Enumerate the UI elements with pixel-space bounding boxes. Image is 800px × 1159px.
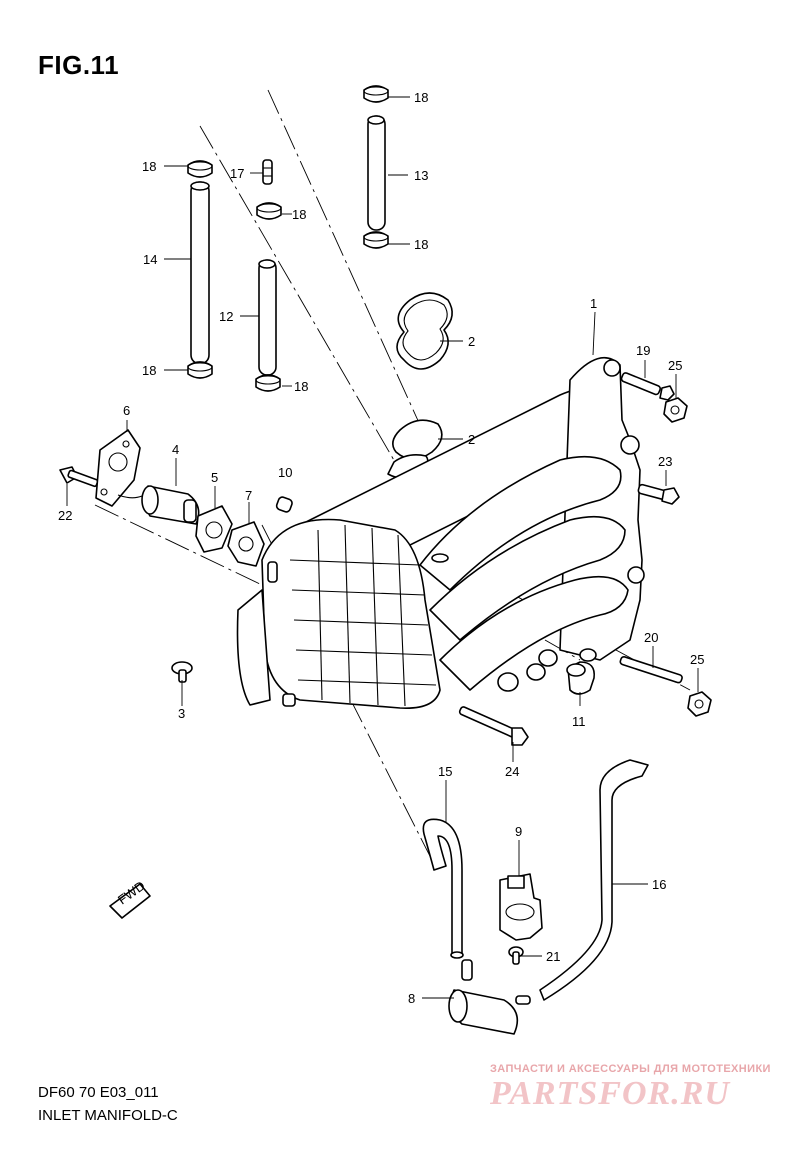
callout-11: 11 <box>572 714 586 729</box>
callout-2-upper: 2 <box>468 334 475 349</box>
bolt-19 <box>620 372 675 401</box>
callout-24: 24 <box>505 764 519 779</box>
hose-clamp-top-left <box>187 160 213 178</box>
figure-title: FIG.11 <box>38 50 120 80</box>
callout-17: 17 <box>230 166 244 181</box>
hose-12 <box>258 259 277 376</box>
fwd-direction-badge: FWD <box>109 878 151 919</box>
callout-23: 23 <box>658 454 672 469</box>
watermark-tagline: ЗАПЧАСТИ И АКСЕССУАРЫ ДЛЯ МОТОТЕХНИКИ <box>490 1063 771 1075</box>
plug-3 <box>171 661 193 683</box>
bracket-9 <box>499 873 543 941</box>
callout-25-upper: 25 <box>668 358 682 373</box>
callout-18-b: 18 <box>142 363 156 378</box>
callout-22: 22 <box>58 508 72 523</box>
nut-25-lower <box>687 691 712 717</box>
nut-25-upper <box>663 397 688 423</box>
callout-13: 13 <box>414 168 428 183</box>
hose-clamp-bottom-right <box>363 231 389 249</box>
callout-18-d: 18 <box>294 379 308 394</box>
fitting-7 <box>227 521 265 567</box>
callout-2-lower: 2 <box>468 432 475 447</box>
bolt-22 <box>59 466 99 488</box>
inlet-manifold-1 <box>236 356 645 709</box>
callout-3: 3 <box>178 706 185 721</box>
callout-numbers: 1 2 2 3 4 5 6 7 8 9 10 11 12 13 14 15 16… <box>58 90 704 1006</box>
callout-14: 14 <box>143 252 157 267</box>
hose-13 <box>367 115 386 231</box>
hose-clamp-mid <box>256 202 282 220</box>
section-name: INLET MANIFOLD-C <box>38 1107 178 1124</box>
hose-14 <box>190 181 210 365</box>
callout-1: 1 <box>590 296 597 311</box>
filter-8 <box>448 959 531 1035</box>
callout-18-a: 18 <box>142 159 156 174</box>
callout-10: 10 <box>278 465 292 480</box>
gasket-2-upper <box>396 292 453 370</box>
hose-16 <box>539 759 649 1001</box>
callout-18-e: 18 <box>414 90 428 105</box>
bolt-24 <box>458 706 529 746</box>
callout-16: 16 <box>652 877 666 892</box>
callout-4: 4 <box>172 442 179 457</box>
callout-18-c: 18 <box>292 207 306 222</box>
callout-9: 9 <box>515 824 522 839</box>
callout-18-f: 18 <box>414 237 428 252</box>
watermark-logo: PARTSFOR.RU <box>490 1075 730 1112</box>
callout-15: 15 <box>438 764 452 779</box>
hose-clamp-12 <box>255 374 281 392</box>
hose-clamp-top-right <box>363 85 389 103</box>
gasket-6 <box>95 429 141 507</box>
solenoid-valve-4 <box>117 485 200 525</box>
hose-clamp-bottom-left <box>187 361 213 379</box>
callout-8: 8 <box>408 991 415 1006</box>
callout-19: 19 <box>636 343 650 358</box>
screw-21 <box>508 946 524 965</box>
bushing-11 <box>566 648 597 695</box>
pin-10 <box>275 496 293 513</box>
callout-6: 6 <box>123 403 130 418</box>
callout-12: 12 <box>219 309 233 324</box>
model-code: DF60 70 E03_011 <box>38 1084 159 1101</box>
callout-21: 21 <box>546 949 560 964</box>
callout-25-lower: 25 <box>690 652 704 667</box>
bolt-23 <box>637 483 680 505</box>
callout-5: 5 <box>211 470 218 485</box>
bolt-20 <box>619 655 683 684</box>
callout-leaders <box>66 96 699 999</box>
hose-15 <box>422 818 464 959</box>
callout-7: 7 <box>245 488 252 503</box>
callout-20: 20 <box>644 630 658 645</box>
plug-17 <box>262 159 273 185</box>
gasket-5 <box>195 505 233 553</box>
